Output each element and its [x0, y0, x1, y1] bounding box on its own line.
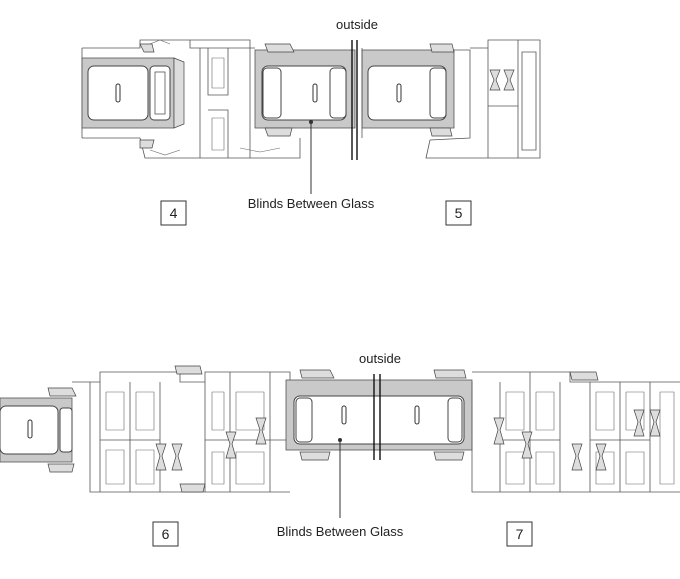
bottom-outside-label: outside [359, 351, 401, 366]
bottom-section-drawing: outside Blinds Between Glass 6 7 [0, 351, 680, 547]
detail-number-6: 6 [162, 526, 170, 542]
detail-number-4: 4 [170, 205, 178, 221]
top-blinds-label: Blinds Between Glass [248, 196, 375, 211]
top-outside-label: outside [336, 17, 378, 32]
detail-number-5: 5 [455, 205, 463, 221]
top-section-drawing: outside Blinds Between Glass 4 5 [81, 17, 541, 226]
bottom-blinds-label: Blinds Between Glass [277, 524, 404, 539]
detail-number-7: 7 [516, 526, 524, 542]
